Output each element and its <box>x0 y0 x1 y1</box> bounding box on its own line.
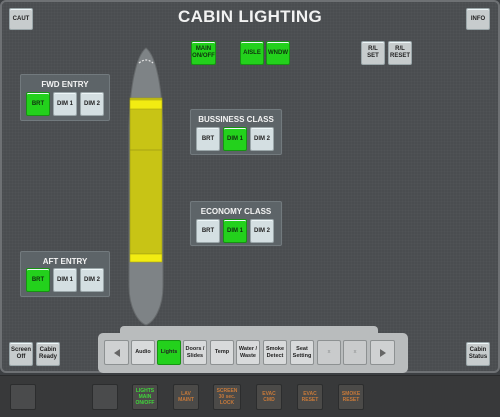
evac-cmd-label: EVAC CMD <box>262 391 276 403</box>
fwd-entry-title: FWD ENTRY <box>41 80 89 89</box>
rl-reset-button[interactable]: R/L RESET <box>388 41 412 65</box>
main-onoff-button[interactable]: MAIN ON/OFF <box>191 41 216 65</box>
business-dim1-label: DIM 1 <box>226 135 243 142</box>
info-label: INFO <box>470 15 486 22</box>
cabin-status-button[interactable]: Cabin Status <box>466 342 490 366</box>
lights-main-onoff-button[interactable]: LIGHTS MAIN ON/OFF <box>132 384 158 410</box>
window-button[interactable]: WNDW <box>266 41 290 65</box>
economy-dim1-label: DIM 1 <box>226 227 243 234</box>
lav-maint-button[interactable]: LAV MAINT <box>173 384 199 410</box>
economy-class-title: ECONOMY CLASS <box>200 207 272 216</box>
aft-brt-label: BRT <box>31 276 45 283</box>
business-dim2-button[interactable]: DIM 2 <box>250 127 274 151</box>
fwd-brt-button[interactable]: BRT <box>26 92 50 116</box>
tab-lights[interactable]: Lights <box>157 340 181 365</box>
caut-button[interactable]: CAUT <box>9 8 33 30</box>
fwd-dim2-label: DIM 2 <box>83 100 100 107</box>
tab-empty-1-label: x <box>327 349 331 356</box>
smoke-reset-button[interactable]: SMOKE RESET <box>338 384 364 410</box>
business-brt-button[interactable]: BRT <box>196 127 220 151</box>
rl-set-label: R/L SET <box>367 46 379 59</box>
tab-doors-slides-label: Doors / Slides <box>185 346 205 359</box>
aft-dim1-button[interactable]: DIM 1 <box>53 268 77 292</box>
aft-dim2-label: DIM 2 <box>83 276 100 283</box>
tab-smoke-detect-label: Smoke Detect <box>265 346 285 359</box>
tab-temp-label: Temp <box>214 349 230 356</box>
aisle-button[interactable]: AISLE <box>240 41 264 65</box>
tab-temp[interactable]: Temp <box>210 340 234 365</box>
aft-dim1-label: DIM 1 <box>56 276 73 283</box>
business-dim1-button[interactable]: DIM 1 <box>223 127 247 151</box>
smoke-reset-label: SMOKE RESET <box>341 391 361 403</box>
aircraft-silhouette-icon <box>128 47 164 326</box>
tab-seat-setting[interactable]: Seat Setting <box>290 340 314 365</box>
tab-smoke-detect[interactable]: Smoke Detect <box>263 340 287 365</box>
cabin-ready-label: Cabin Ready <box>38 347 57 360</box>
screen-lock-button[interactable]: SCREEN 30 sec. LOCK <box>213 384 241 410</box>
aft-entry-title: AFT ENTRY <box>42 257 88 266</box>
page-title: CABIN LIGHTING <box>178 7 322 26</box>
fwd-dim1-button[interactable]: DIM 1 <box>53 92 77 116</box>
tab-next-button[interactable] <box>370 340 395 365</box>
business-dim2-label: DIM 2 <box>253 135 270 142</box>
bottom-blank-button-2[interactable] <box>92 384 118 410</box>
caut-label: CAUT <box>12 15 30 22</box>
cabin-ready-button[interactable]: Cabin Ready <box>36 342 60 366</box>
business-brt-label: BRT <box>201 135 215 142</box>
bottom-control-strip <box>0 375 500 417</box>
cabin-status-label: Cabin Status <box>468 347 488 360</box>
triangle-right-icon <box>379 348 386 357</box>
fwd-brt-label: BRT <box>31 100 45 107</box>
aft-dim2-button[interactable]: DIM 2 <box>80 268 104 292</box>
aisle-label: AISLE <box>243 49 261 56</box>
economy-brt-label: BRT <box>201 227 215 234</box>
window-label: WNDW <box>268 49 288 56</box>
tab-audio-label: Audio <box>135 349 151 356</box>
tab-water-waste[interactable]: Water / Waste <box>236 340 260 365</box>
lav-maint-label: LAV MAINT <box>178 391 194 403</box>
triangle-left-icon <box>113 348 120 357</box>
economy-dim2-label: DIM 2 <box>253 227 270 234</box>
main-onoff-label: MAIN ON/OFF <box>192 46 215 59</box>
evac-reset-button[interactable]: EVAC RESET <box>297 384 323 410</box>
tab-doors-slides[interactable]: Doors / Slides <box>183 340 207 365</box>
aft-brt-button[interactable]: BRT <box>26 268 50 292</box>
economy-dim2-button[interactable]: DIM 2 <box>250 219 274 243</box>
fwd-dim2-button[interactable]: DIM 2 <box>80 92 104 116</box>
business-class-title: BUSSINESS CLASS <box>198 115 274 124</box>
tab-audio[interactable]: Audio <box>131 340 155 365</box>
evac-reset-label: EVAC RESET <box>301 391 319 403</box>
screen-off-button[interactable]: Screen Off <box>9 342 33 366</box>
screen-off-label: Screen Off <box>10 347 31 360</box>
evac-cmd-button[interactable]: EVAC CMD <box>256 384 282 410</box>
bottom-blank-button-1[interactable] <box>10 384 36 410</box>
tab-prev-button[interactable] <box>104 340 129 365</box>
screen-lock-label: SCREEN 30 sec. LOCK <box>216 388 238 406</box>
tab-water-waste-label: Water / Waste <box>238 346 258 359</box>
rl-set-button[interactable]: R/L SET <box>361 41 385 65</box>
economy-brt-button[interactable]: BRT <box>196 219 220 243</box>
tab-lights-label: Lights <box>160 349 178 356</box>
rl-reset-label: R/L RESET <box>389 46 410 59</box>
lights-main-onoff-label: LIGHTS MAIN ON/OFF <box>135 388 155 406</box>
info-button[interactable]: INFO <box>466 8 490 30</box>
tab-empty-2-label: x <box>353 349 357 356</box>
tab-empty-2: x <box>343 340 367 365</box>
tab-seat-setting-label: Seat Setting <box>292 346 312 359</box>
fwd-dim1-label: DIM 1 <box>56 100 73 107</box>
economy-dim1-button[interactable]: DIM 1 <box>223 219 247 243</box>
tab-empty-1: x <box>317 340 341 365</box>
